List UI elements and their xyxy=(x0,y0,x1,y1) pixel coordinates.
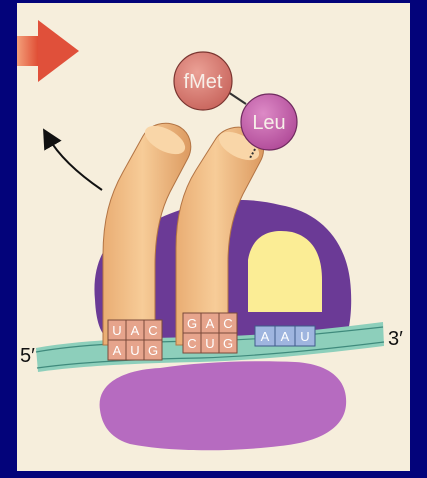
anticodon-base: A xyxy=(206,316,215,331)
five-prime-label: 5′ xyxy=(20,345,35,367)
anticodon-base: A xyxy=(131,323,140,338)
anticodon-base: C xyxy=(223,316,232,331)
anticodon-base: G xyxy=(187,316,197,331)
peptide-bond xyxy=(228,92,246,104)
ribosome-small-subunit xyxy=(100,361,347,450)
codon-base: C xyxy=(187,336,196,351)
amino-acid-leu-label: Leu xyxy=(252,112,285,134)
codon-base: G xyxy=(223,336,233,351)
mrna-codon-1: A U G xyxy=(108,340,162,360)
amino-acid-fmet: fMet xyxy=(174,52,232,110)
codon-base: A xyxy=(113,343,122,358)
codon-base: A xyxy=(261,329,270,344)
anticodon-base: U xyxy=(112,323,121,338)
codon-base: U xyxy=(205,336,214,351)
amino-acid-fmet-label: fMet xyxy=(184,71,223,93)
three-prime-label: 3′ xyxy=(388,328,403,350)
anticodon-trna-1: U A C xyxy=(108,320,162,340)
amino-acid-leu: Leu xyxy=(241,94,297,150)
anticodon-base: C xyxy=(148,323,157,338)
mrna-codon-2: C U G xyxy=(183,333,237,353)
anticodon-trna-2: G A C xyxy=(183,313,237,333)
codon-base: A xyxy=(281,329,290,344)
direction-arrow-icon xyxy=(17,20,79,82)
codon-base: U xyxy=(300,329,309,344)
codon-base: U xyxy=(130,343,139,358)
exit-arrow-icon xyxy=(48,137,102,190)
mrna-codon-3: A A U xyxy=(255,326,315,346)
codon-base: G xyxy=(148,343,158,358)
